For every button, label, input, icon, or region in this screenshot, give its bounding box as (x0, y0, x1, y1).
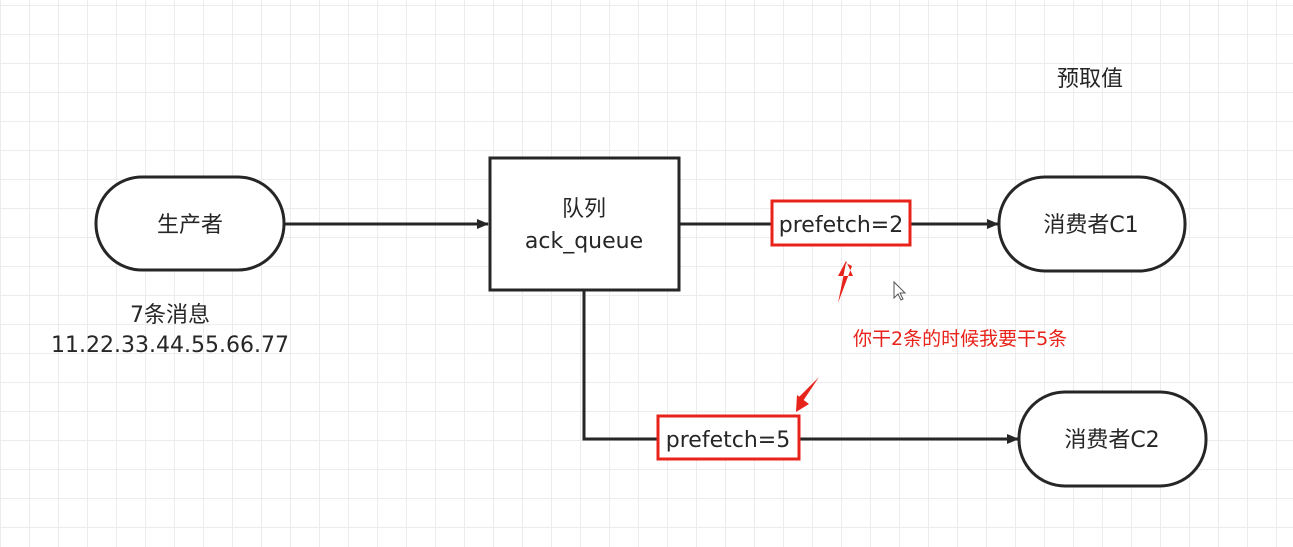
annotation-text: 你干2条的时候我要干5条 (853, 328, 1067, 350)
mouse-cursor-icon (893, 280, 907, 301)
consumer-c1-shape (997, 175, 1187, 273)
diagram-title: 预取值 (1057, 67, 1123, 92)
producer-label: 生产者 (157, 213, 223, 238)
annotation-arrow-up (838, 261, 853, 303)
queue-name-label: ack_queue (525, 229, 643, 254)
prefetch-c1-box (770, 199, 912, 247)
prefetch-c2-label: prefetch=5 (666, 428, 790, 453)
consumer-c1-node: 消费者C1 (997, 175, 1187, 273)
annotation-arrow-down (796, 377, 819, 412)
consumer-c2-shape (1017, 390, 1208, 488)
consumer-c2-label: 消费者C2 (1064, 428, 1159, 453)
queue-label: 队列 (562, 197, 606, 222)
prefetch-c1-label: prefetch=2 (779, 213, 903, 238)
queue-to-c2-edge (582, 290, 1019, 444)
prefetch-c2-badge: prefetch=5 (656, 414, 801, 461)
message-count-label: 7条消息 (130, 303, 210, 328)
queue-node: 队列 ack_queue (488, 156, 681, 292)
consumer-c2-node: 消费者C2 (1017, 390, 1208, 488)
queue-shape (488, 156, 681, 292)
message-values-label: 11.22.33.44.55.66.77 (51, 333, 289, 358)
prefetch-c2-box (656, 414, 801, 461)
prefetch-c1-badge: prefetch=2 (770, 199, 912, 247)
producer-node: 生产者 (94, 175, 286, 272)
consumer-c1-label: 消费者C1 (1043, 213, 1138, 238)
